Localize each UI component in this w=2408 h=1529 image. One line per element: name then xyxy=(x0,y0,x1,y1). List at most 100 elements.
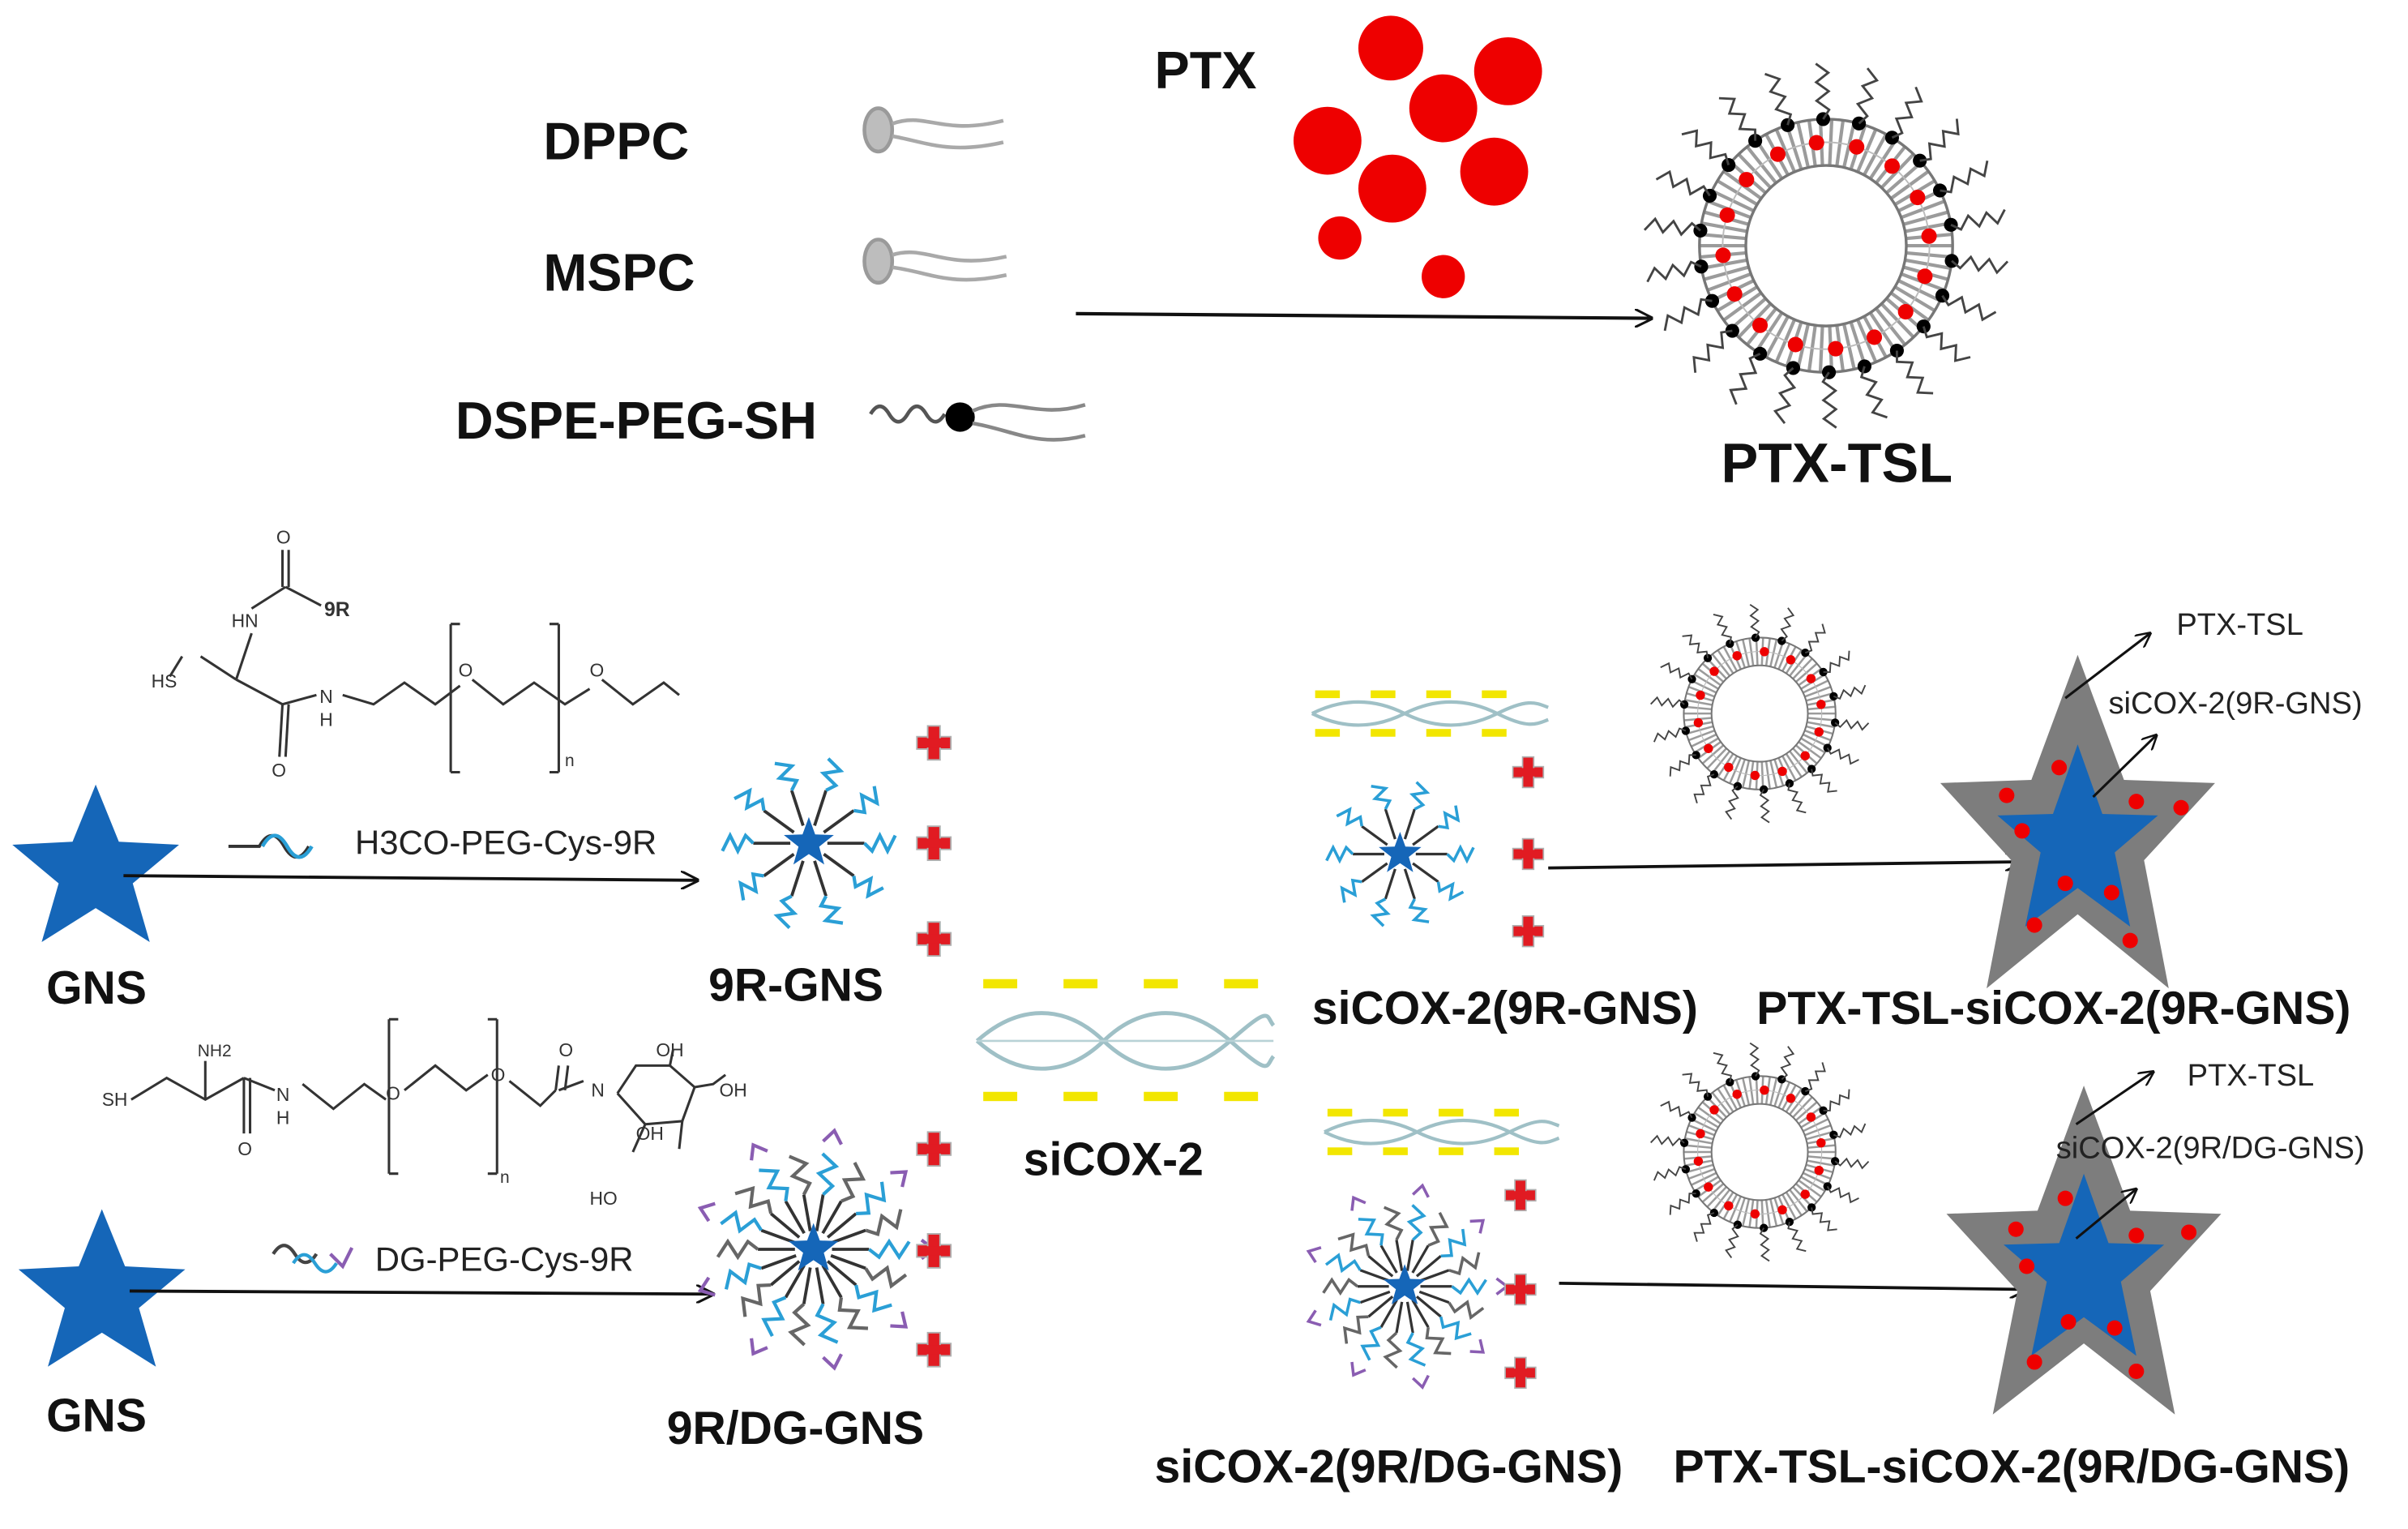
callout-sicox-row1: siCOX-2(9R-GNS) xyxy=(2109,687,2363,721)
peg-tail xyxy=(1859,366,1888,419)
ligand-chain xyxy=(734,787,766,812)
ligand-chain xyxy=(738,872,764,901)
gns-star-icon xyxy=(12,784,179,943)
ligand-chain xyxy=(1322,1277,1358,1296)
peg-tail xyxy=(1951,255,2009,275)
peg-tail xyxy=(1693,773,1715,804)
dg-group xyxy=(890,1170,909,1188)
ligand-chain xyxy=(856,1181,887,1216)
chem-o-row2-ring2: O xyxy=(491,1064,506,1085)
ptx-in-bilayer xyxy=(1739,172,1755,188)
peg-anchor xyxy=(1709,769,1719,779)
peg-tail xyxy=(1950,208,2006,231)
chem-oh-1: OH xyxy=(656,1039,683,1060)
ptx-in-bilayer xyxy=(1800,1189,1810,1199)
peg-anchor xyxy=(1823,1182,1832,1191)
ptx-in-bilayer xyxy=(1769,146,1786,162)
ligand-chain xyxy=(1448,1252,1481,1276)
9r-gns-particle-in-complex xyxy=(1325,781,1475,927)
peg-tail xyxy=(1669,754,1696,777)
dg-group xyxy=(822,1128,843,1146)
chem-sh: SH xyxy=(102,1089,128,1110)
ptx-particles xyxy=(1293,15,1542,298)
callout-arrow-ptx-tsl-row1 xyxy=(2064,633,2150,700)
ligand-chain xyxy=(853,786,879,815)
peg-anchor xyxy=(1857,359,1871,374)
plus-charge-icon xyxy=(1504,1356,1537,1390)
peg-anchor xyxy=(1944,217,1958,232)
ligand-stalk xyxy=(1359,1290,1391,1304)
peg-tail xyxy=(1655,169,1711,197)
ligand-chain xyxy=(1340,878,1362,903)
peg-tail xyxy=(1713,614,1732,645)
ligand-stalk xyxy=(760,1254,797,1270)
peg-tail xyxy=(1787,783,1807,814)
ptx-in-bilayer xyxy=(1816,1137,1826,1148)
peg-tail xyxy=(1826,747,1859,765)
ligand-stalk xyxy=(1384,868,1396,900)
ligand-stalk xyxy=(1412,862,1439,884)
callout-ptx-tsl-row2: PTX-TSL xyxy=(2188,1059,2315,1093)
ligand-stalk xyxy=(1367,1295,1394,1318)
ligand-chain xyxy=(864,1265,908,1289)
chem-9r: 9R xyxy=(324,599,350,621)
peg-anchor xyxy=(1687,675,1696,683)
ligand-chain xyxy=(1427,1211,1449,1247)
h3co-peg-cys-9r-structure xyxy=(169,550,680,774)
chem-n: N xyxy=(319,686,333,707)
ptx-particle xyxy=(1460,137,1529,206)
peg-tail xyxy=(1895,350,1934,395)
ligand-stalk xyxy=(1403,808,1416,840)
ptx-particle xyxy=(1358,15,1423,81)
ligand-stalk xyxy=(826,1260,858,1287)
ligand-chain xyxy=(837,1297,869,1330)
positive-charges-complex-row2 xyxy=(1504,1179,1537,1390)
label-ptx-tsl: PTX-TSL xyxy=(1722,431,1953,494)
ligand-chain xyxy=(724,1262,762,1290)
label-dspe-peg-sh: DSPE-PEG-SH xyxy=(456,391,817,450)
peg-tail xyxy=(1826,1185,1859,1204)
peg-tail xyxy=(1693,1212,1715,1242)
peg-anchor xyxy=(1681,1165,1691,1174)
ptx-tsl-sicox-2-9r-dg-gns-star xyxy=(1946,1086,2222,1415)
plus-charge-icon xyxy=(916,921,952,957)
label-ptx-tsl-sicox-2-9r-gns: PTX-TSL-siCOX-2(9R-GNS) xyxy=(1756,983,2350,1034)
dg-peg-reagent-squiggle-icon xyxy=(272,1244,354,1274)
peg-tail xyxy=(1759,789,1770,824)
ptx-in-bilayer xyxy=(1806,1112,1816,1122)
peg-anchor xyxy=(1703,653,1713,662)
ligand-stalk xyxy=(815,1267,825,1304)
label-ptx-tsl-sicox-2-9r-dg-gns: PTX-TSL-siCOX-2(9R/DG-GNS) xyxy=(1673,1441,2350,1493)
dg-group xyxy=(1350,1195,1367,1211)
peg-tail xyxy=(1759,1227,1770,1262)
label-dg-peg-cys-9r: DG-PEG-Cys-9R xyxy=(375,1240,634,1278)
ligand-chain xyxy=(773,894,798,929)
positive-charges-9r-gns xyxy=(916,725,952,957)
peg-anchor xyxy=(1751,1072,1760,1081)
ligand-chain xyxy=(788,1302,811,1347)
ptx-particle xyxy=(1409,74,1478,143)
peg-tail xyxy=(1729,353,1761,405)
chem-ho: HO xyxy=(590,1188,618,1209)
ligand-stalk xyxy=(821,1264,843,1299)
ligand-chain xyxy=(734,1185,773,1214)
label-h3co-peg-cys-9r: H3CO-PEG-Cys-9R xyxy=(355,823,657,861)
ligand-chain xyxy=(1360,1326,1382,1361)
peg-anchor xyxy=(1725,323,1739,338)
chem-o-bottom: O xyxy=(272,760,286,781)
ligand-stalk xyxy=(826,1212,858,1239)
dg-group xyxy=(1306,1246,1322,1264)
ligand-chain xyxy=(1436,881,1465,902)
peg-tail xyxy=(1833,684,1867,700)
ptx-in-bilayer xyxy=(1917,268,1933,285)
peg-anchor xyxy=(1781,118,1795,132)
ligand-chain xyxy=(1370,897,1391,927)
liposome-core xyxy=(1744,164,1908,328)
sicox-2-strand-row1 xyxy=(1311,690,1549,737)
ptx-in-bilayer xyxy=(1808,135,1824,151)
dg-group xyxy=(697,1276,716,1297)
plus-charge-icon xyxy=(916,825,952,862)
plus-charge-icon xyxy=(916,725,952,761)
peg-tail xyxy=(1805,1062,1826,1092)
peg-tail xyxy=(1725,786,1739,820)
